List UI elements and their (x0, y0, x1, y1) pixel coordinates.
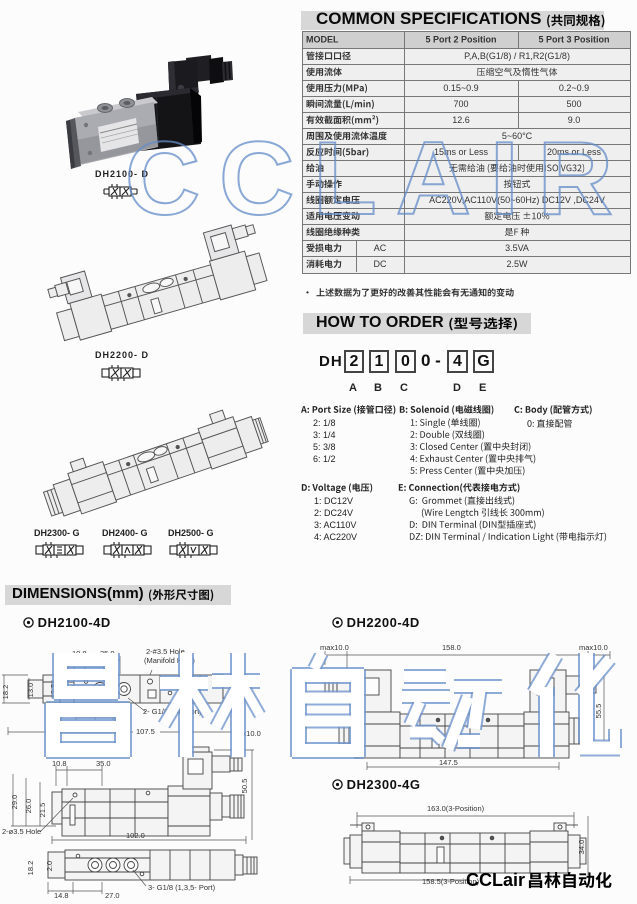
svg-text:12.6: 12.6 (452, 115, 470, 125)
svg-text:10.8: 10.8 (52, 759, 67, 768)
svg-text:14.8: 14.8 (54, 891, 69, 900)
svg-text:13.0: 13.0 (26, 683, 35, 698)
svg-text:2-ø3.5 Hole: 2-ø3.5 Hole (2, 827, 41, 836)
svg-text:DC: DC (374, 259, 387, 269)
svg-text:21.5: 21.5 (38, 803, 47, 818)
svg-text:55.5: 55.5 (594, 704, 603, 719)
svg-text:500: 500 (566, 99, 581, 109)
svg-text:9.0: 9.0 (568, 115, 581, 125)
svg-text:5 Port 3 Position: 5 Port 3 Position (538, 35, 609, 45)
svg-text:(Manifold Hole): (Manifold Hole) (144, 656, 195, 665)
svg-text:5 Port 2 Position: 5 Port 2 Position (425, 35, 496, 45)
svg-text:18.2: 18.2 (26, 861, 35, 876)
svg-text:163.0(3-Position): 163.0(3-Position) (427, 804, 485, 813)
svg-text:2-#3.5 Hole: 2-#3.5 Hole (146, 647, 185, 656)
svg-text:700: 700 (453, 99, 468, 109)
svg-text:50.5: 50.5 (240, 779, 249, 794)
svg-text:158.5(3-Position): 158.5(3-Position) (422, 877, 480, 886)
svg-text:3- G1/8 (1,3,5- Port): 3- G1/8 (1,3,5- Port) (148, 883, 216, 892)
svg-text:29.0: 29.0 (10, 795, 19, 810)
svg-text:2.5W: 2.5W (506, 259, 528, 269)
svg-text:max10.0: max10.0 (579, 643, 608, 652)
svg-text:34.0: 34.0 (577, 840, 586, 855)
svg-text:0.2~0.9: 0.2~0.9 (559, 83, 589, 93)
svg-text:max10.0: max10.0 (232, 729, 261, 738)
svg-text:26.0: 26.0 (24, 799, 33, 814)
svg-text:2.0: 2.0 (45, 861, 54, 871)
svg-text:0.15~0.9: 0.15~0.9 (443, 83, 478, 93)
svg-text:27.0: 27.0 (105, 891, 120, 900)
svg-text:15ms or Less: 15ms or Less (434, 147, 489, 157)
svg-text:3.5VA: 3.5VA (505, 243, 529, 253)
svg-text:147.5: 147.5 (439, 758, 458, 767)
svg-text:AC220V,AC110V(50~60Hz) DC12V ,: AC220V,AC110V(50~60Hz) DC12V ,DC24V (429, 195, 605, 205)
svg-text:158.0: 158.0 (442, 643, 461, 652)
svg-text:P,A,B(G1/8) / R1,R2(G1/8): P,A,B(G1/8) / R1,R2(G1/8) (464, 51, 570, 61)
svg-text:35.0: 35.0 (96, 759, 111, 768)
svg-text:5~60°C: 5~60°C (502, 131, 533, 141)
svg-text:max10.0: max10.0 (320, 643, 349, 652)
svg-text:107.5: 107.5 (136, 727, 155, 736)
svg-text:20ms or Less: 20ms or Less (547, 147, 602, 157)
svg-text:102.0: 102.0 (126, 831, 145, 840)
svg-text:MODEL: MODEL (306, 35, 339, 45)
svg-text:AC: AC (374, 243, 387, 253)
svg-text:18.2: 18.2 (1, 685, 10, 700)
